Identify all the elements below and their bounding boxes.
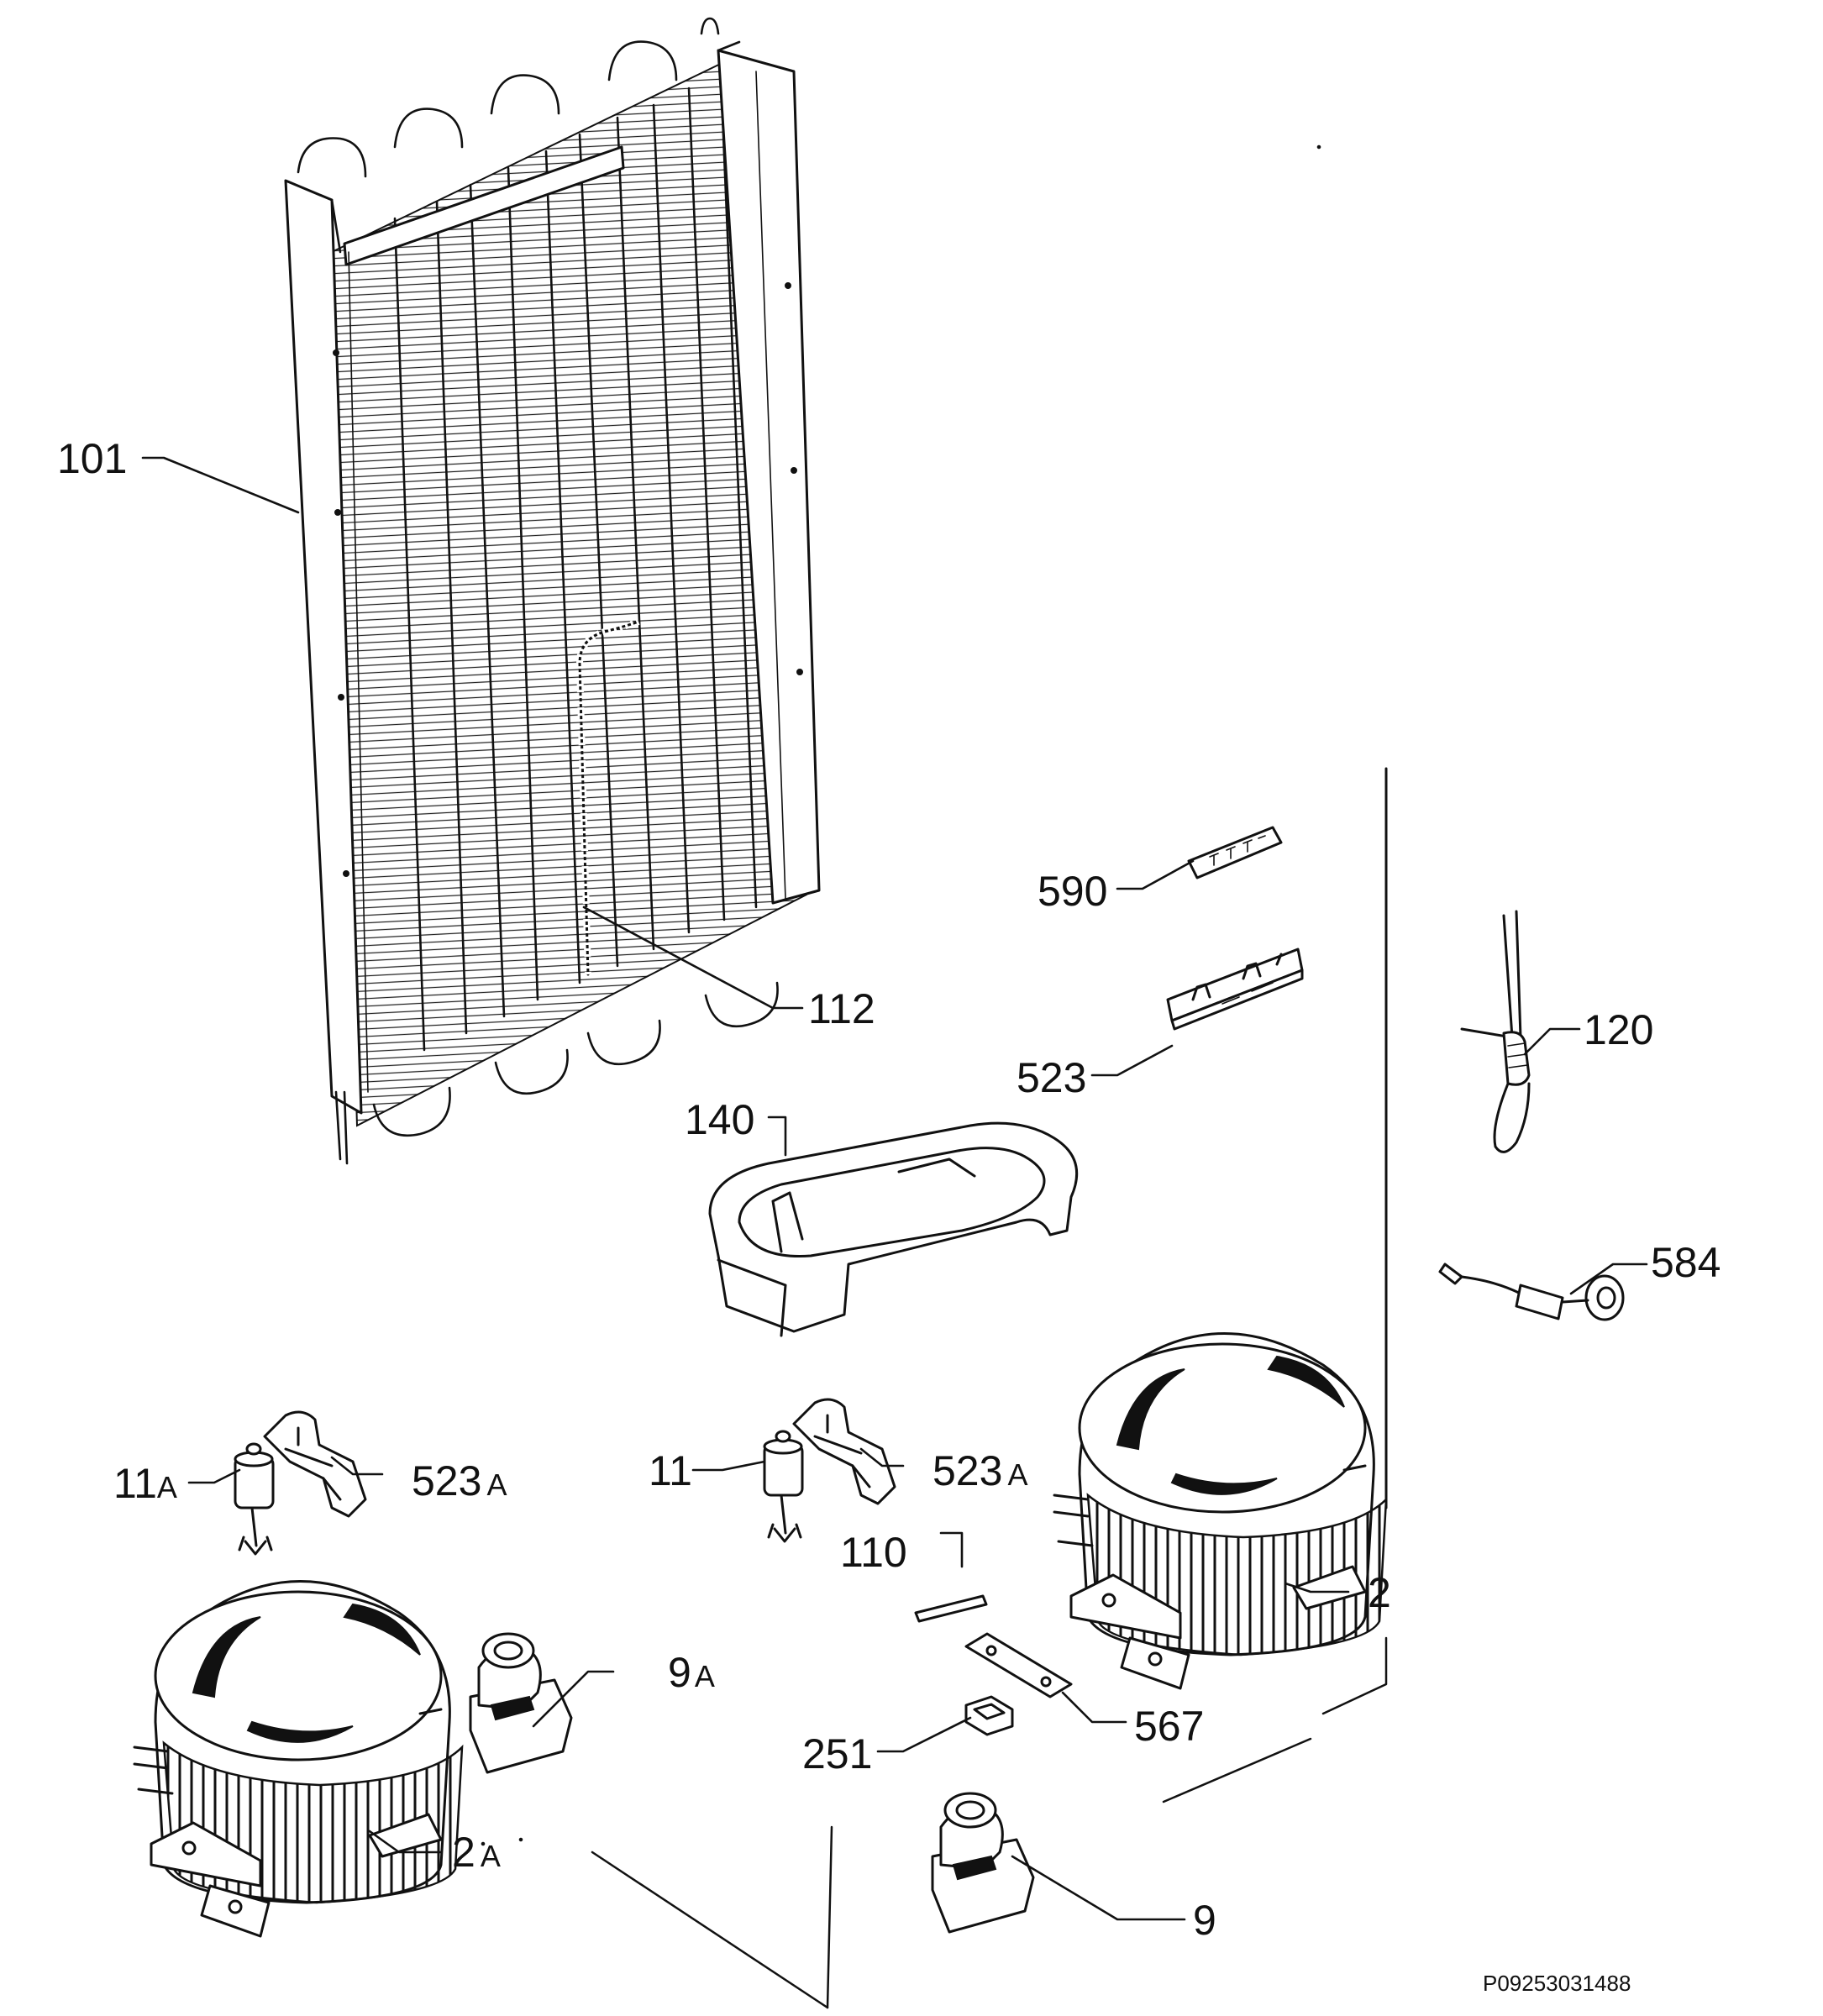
label-590: 590 [1038,868,1107,915]
label-101: 101 [57,435,127,482]
compressor-2 [1053,1332,1388,1690]
nut-251 [964,1695,1014,1736]
plate-567 [964,1632,1073,1698]
assembly-boundary-lines [481,144,1388,2009]
label-2: 2 [1368,1569,1391,1616]
condenser-101 [284,17,821,1165]
compressor-2A [133,1580,464,1938]
label-120: 120 [1584,1006,1653,1053]
leader-lines [141,456,1648,1921]
label-584: 584 [1651,1239,1721,1286]
pin-110 [914,1594,988,1623]
clip-523A-left [263,1410,367,1518]
clip-523A-right [792,1398,896,1505]
label-110: 110 [840,1529,907,1576]
document-code: P09253031488 [1483,1971,1631,1996]
label-140: 140 [685,1096,754,1143]
thermostat-120 [1460,910,1531,1153]
relay-11A [234,1442,275,1556]
grommet-9 [931,1792,1035,1934]
electronic-board-523 [1166,948,1304,1031]
grommet-9A [469,1632,573,1774]
label-9: 9 [1193,1897,1216,1944]
label-112: 112 [808,985,875,1032]
label-251: 251 [802,1730,872,1777]
relay-11 [763,1430,804,1543]
label-11A: 11A [113,1460,177,1507]
switch-panel-590 [1187,826,1283,879]
drip-tray-140 [708,1121,1079,1337]
sensor-584 [1438,1263,1625,1321]
label-567: 567 [1134,1703,1204,1750]
label-11: 11 [649,1447,692,1494]
label-523: 523 [1017,1054,1086,1101]
